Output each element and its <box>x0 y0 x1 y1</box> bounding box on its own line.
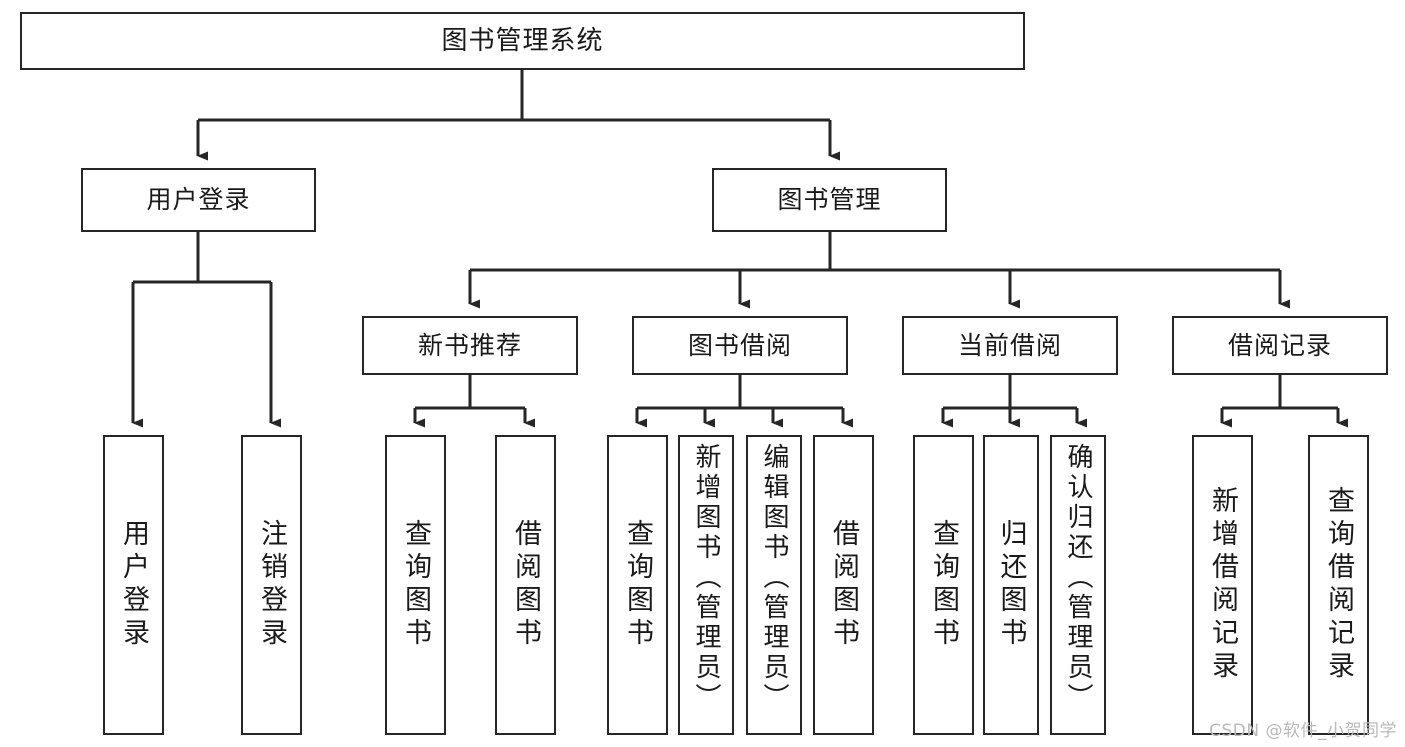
node-label: 新书推荐 <box>417 330 522 360</box>
leaf-query-borrow-record[interactable]: 查询借阅记录 <box>1308 435 1369 735</box>
node-label: 确认归还（管理员） <box>1063 443 1093 713</box>
node-user-login[interactable]: 用户登录 <box>81 168 316 232</box>
leaf-confirm-return-admin[interactable]: 确认归还（管理员） <box>1050 435 1106 735</box>
leaf-logout[interactable]: 注销登录 <box>241 435 302 735</box>
leaf-user-login[interactable]: 用户登录 <box>103 435 164 735</box>
node-label: 借阅图书 <box>510 519 541 651</box>
node-current-borrow[interactable]: 当前借阅 <box>902 316 1118 375</box>
leaf-add-book-admin[interactable]: 新增图书（管理员） <box>678 435 734 735</box>
node-new-book-recommend[interactable]: 新书推荐 <box>362 316 578 375</box>
node-label: 借阅记录 <box>1227 330 1332 360</box>
leaf-return-book[interactable]: 归还图书 <box>983 435 1039 735</box>
node-root-book-management-system[interactable]: 图书管理系统 <box>20 12 1025 70</box>
leaf-query-book-current[interactable]: 查询图书 <box>913 435 974 735</box>
node-label: 查询借阅记录 <box>1323 486 1354 684</box>
node-label: 查询图书 <box>928 519 959 651</box>
node-label: 图书借阅 <box>687 330 792 360</box>
leaf-query-book-borrow[interactable]: 查询图书 <box>607 435 668 735</box>
node-label: 编辑图书（管理员） <box>759 443 789 713</box>
node-label: 当前借阅 <box>957 330 1062 360</box>
node-label: 图书管理 <box>777 185 882 215</box>
leaf-borrow-book-newbook[interactable]: 借阅图书 <box>495 435 556 735</box>
leaf-query-book-newbook[interactable]: 查询图书 <box>385 435 446 735</box>
node-label: 查询图书 <box>622 519 653 651</box>
node-label: 注销登录 <box>256 519 287 651</box>
node-borrow-record[interactable]: 借阅记录 <box>1172 316 1388 375</box>
node-label: 用户登录 <box>146 185 251 215</box>
leaf-edit-book-admin[interactable]: 编辑图书（管理员） <box>746 435 802 735</box>
leaf-borrow-book[interactable]: 借阅图书 <box>813 435 874 735</box>
node-book-borrow[interactable]: 图书借阅 <box>632 316 848 375</box>
node-label: 用户登录 <box>118 519 149 651</box>
leaf-add-borrow-record[interactable]: 新增借阅记录 <box>1192 435 1253 735</box>
node-label: 图书管理系统 <box>441 25 604 56</box>
node-label: 归还图书 <box>995 519 1027 651</box>
node-label: 新增借阅记录 <box>1207 486 1238 684</box>
node-label: 新增图书（管理员） <box>691 443 721 713</box>
node-book-management[interactable]: 图书管理 <box>712 168 947 232</box>
node-label: 查询图书 <box>400 519 431 651</box>
node-label: 借阅图书 <box>828 519 859 651</box>
